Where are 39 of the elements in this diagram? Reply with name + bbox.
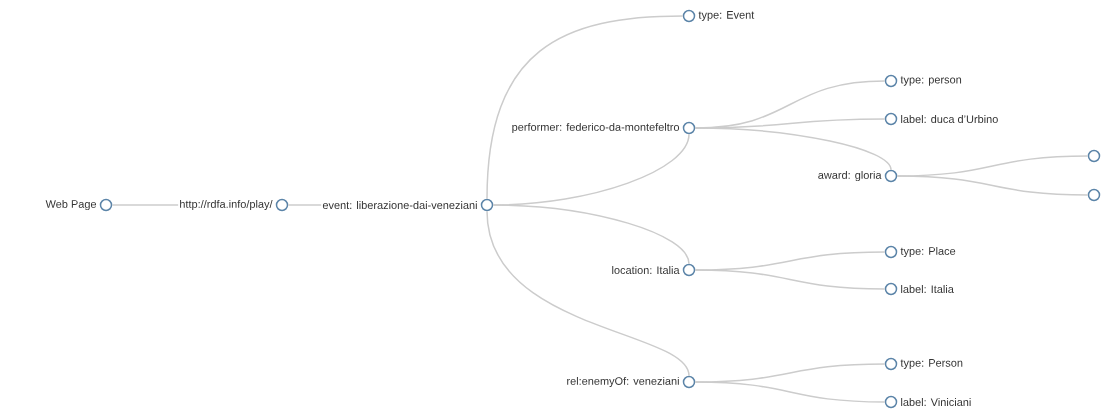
node-label: label: Italia	[901, 284, 954, 294]
tree-node: event: liberazione-dai-veneziani	[322, 198, 494, 212]
tree-node: Web Page	[45, 198, 113, 212]
tree-node: label: duca d’Urbino	[884, 112, 998, 126]
tree-link	[287, 204, 322, 206]
node-label: performer: federico-da-montefeltro	[512, 122, 680, 134]
node-label: event: liberazione-dai-veneziani	[322, 200, 477, 210]
tree-node	[1087, 149, 1101, 163]
tree-link	[694, 269, 886, 290]
node-label: award: gloria	[818, 170, 882, 182]
tree-node: performer: federico-da-montefeltro	[512, 121, 696, 135]
tree-link	[111, 204, 179, 206]
node-label: rel:enemyOf: veneziani	[567, 376, 679, 388]
node-label: type: Person	[900, 359, 963, 369]
tree-link	[486, 210, 690, 377]
tree-node: type: person	[884, 74, 962, 88]
tree-link	[492, 204, 690, 265]
tree-node	[1087, 188, 1101, 202]
node-label: location: Italia	[612, 265, 680, 275]
tree-link	[694, 381, 886, 403]
node-label: Web Page	[45, 199, 97, 211]
tree-node: label: Viniciani	[884, 395, 971, 409]
tree-link	[896, 175, 1089, 196]
tree-link	[486, 15, 684, 200]
tree-link	[694, 127, 892, 171]
node-label: type: Event	[698, 11, 755, 21]
node-label: label: Viniciani	[901, 397, 971, 407]
tree-node: award: gloria	[818, 169, 898, 183]
tree-node: type: Event	[682, 9, 755, 23]
node-label: http://rdfa.info/play/	[180, 199, 273, 211]
tree-node: rel:enemyOf: veneziani	[567, 375, 696, 389]
tree-node: type: Place	[884, 245, 956, 259]
node-label: label: duca d’Urbino	[901, 114, 998, 124]
tree-node: type: Person	[884, 357, 963, 371]
tree-node: http://rdfa.info/play/	[180, 198, 289, 212]
node-label: type: person	[900, 76, 962, 86]
node-label: type: Place	[900, 246, 956, 258]
tree-node: location: Italia	[612, 263, 696, 277]
tree-node: label: Italia	[884, 282, 954, 296]
